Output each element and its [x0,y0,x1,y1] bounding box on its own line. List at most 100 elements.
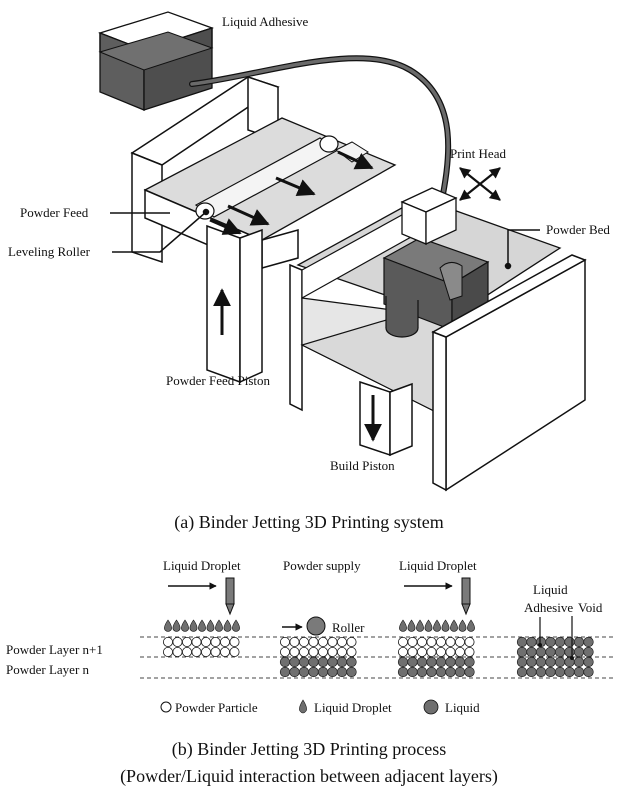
stage1-label: Liquid Droplet [163,558,241,573]
stage1-nozzle [226,578,234,614]
label-powder-feed-piston: Powder Feed Piston [166,373,271,388]
legend-liquid-droplet: Liquid Droplet [314,700,392,715]
liquid-particle [455,667,465,677]
label-powder-bed: Powder Bed [546,222,610,237]
liquid-particle [555,667,565,677]
roller-label: Roller [332,620,365,635]
liquid-droplet [450,620,457,632]
liquid-droplet [164,620,171,632]
liquid-particle [574,637,584,647]
powder-particle [230,647,239,656]
powder-particle [173,647,182,656]
liquid-droplet [181,620,188,632]
liquid-particle [565,667,575,677]
powder-particle [465,637,474,646]
powder-particle [163,637,172,646]
liquid-particle [574,657,584,667]
powder-particle [192,647,201,656]
powder-particle [455,647,464,656]
liquid-particle [408,657,418,667]
liquid-droplet [207,620,214,632]
liquid-particle [408,667,418,677]
label-build-piston: Build Piston [330,458,395,473]
liquid-particle [328,657,338,667]
caption-b-line2: (Powder/Liquid interaction between adjac… [120,766,498,787]
liquid-particle [555,637,565,647]
liquid-particle [318,667,328,677]
powder-particle [337,637,346,646]
liquid-particle [555,647,565,657]
powder-particle [192,637,201,646]
liquid-particle [574,647,584,657]
liquid-particle [465,657,475,667]
stage4-label-void: Void [578,600,603,615]
liquid-particle [290,667,300,677]
liquid-particle [546,657,556,667]
powder-particle [201,647,210,656]
powder-particle [211,647,220,656]
powder-particle [328,647,337,656]
powder-particle [163,647,172,656]
liquid-particle [555,657,565,667]
powder-particle [290,647,299,656]
liquid-particle [584,657,594,667]
liquid-adhesive-tank [100,12,212,110]
liquid-droplet [408,620,415,632]
liquid-particle [337,657,347,667]
powder-particle [417,637,426,646]
liquid-droplet [232,620,239,632]
powder-particle [309,647,318,656]
caption-b-line1: (b) Binder Jetting 3D Printing process [172,739,446,760]
liquid-particle [584,667,594,677]
liquid-droplet [425,620,432,632]
powder-particle [220,637,229,646]
liquid-particle [546,667,556,677]
powder-particle [337,647,346,656]
liquid-droplet [224,620,231,632]
powder-particle [280,637,289,646]
label-leveling-roller: Leveling Roller [8,244,91,259]
liquid-particle [417,667,427,677]
layer-label-upper: Powder Layer n+1 [6,642,103,657]
liquid-particle [574,667,584,677]
liquid-icon [424,700,438,714]
powder-particle [427,647,436,656]
powder-particle [455,637,464,646]
powder-particle [446,637,455,646]
powder-particle [318,637,327,646]
powder-particle [398,647,407,656]
liquid-particle [417,657,427,667]
powder-particle [220,647,229,656]
powder-particle [427,637,436,646]
liquid-droplet [442,620,449,632]
liquid-droplet [173,620,180,632]
liquid-particle [565,637,575,647]
powder-particle [201,637,210,646]
powder-particle [211,637,220,646]
powder-particle-icon [161,702,171,712]
liquid-particle [318,657,328,667]
powder-particle [347,637,356,646]
liquid-particle [527,647,537,657]
label-liquid-adhesive: Liquid Adhesive [222,14,309,29]
powder-particle [280,647,289,656]
liquid-particle [446,657,456,667]
liquid-particle [536,667,546,677]
liquid-particle [398,667,408,677]
liquid-droplet-icon [299,700,306,713]
powder-particle [299,647,308,656]
stage3-nozzle [462,578,470,614]
powder-feed-piston [207,226,262,382]
liquid-droplet [198,620,205,632]
powder-particle [230,637,239,646]
powder-particle [446,647,455,656]
label-print-head: Print Head [450,146,506,161]
powder-particle [290,637,299,646]
liquid-particle [398,657,408,667]
liquid-particle [517,657,527,667]
stage1-particles [163,637,239,656]
liquid-particle [527,637,537,647]
powder-particle [436,637,445,646]
stage4-label-adhesive: Adhesive [524,600,573,615]
label-powder-feed: Powder Feed [20,205,89,220]
